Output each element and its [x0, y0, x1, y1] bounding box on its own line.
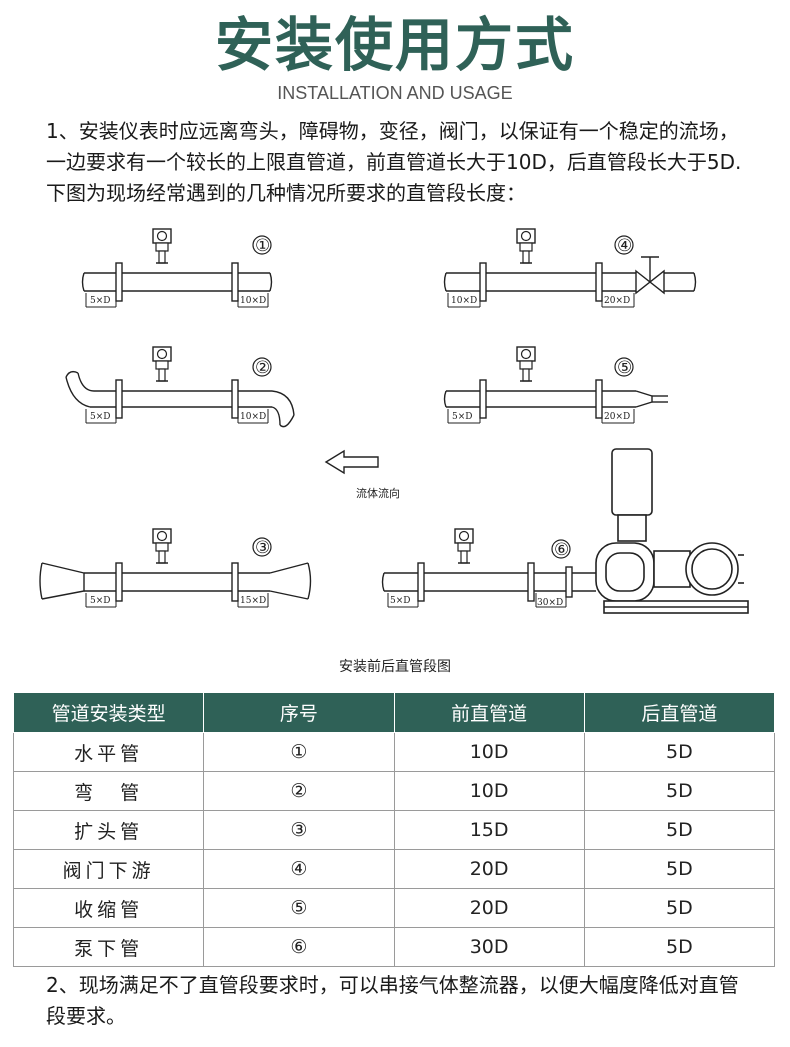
case-6-pump-downstream: 5×D 30×D ⑥ [381, 448, 749, 614]
table-row: 扩头管 ③ 15D 5D [12, 810, 776, 850]
note-paragraph: 2、现场满足不了直管段要求时，可以串接气体整流器，以便大幅度降低对直管段要求。 [46, 973, 739, 1028]
case-5-downstream-label: 20×D [604, 412, 630, 422]
case-2-upstream-label: 5×D [90, 412, 110, 422]
case-5-number: ⑤ [617, 358, 632, 378]
case-6-number: ⑥ [554, 540, 569, 560]
cell-upstream: 10D [393, 732, 585, 772]
cell-downstream: 5D [583, 732, 776, 772]
diagram-caption: 安装前后直管段图 [339, 659, 451, 675]
flow-direction-arrow: 流体流向 [324, 449, 400, 500]
straight-pipe-requirements-table: 管道安装类型 序号 前直管道 后直管道 水平管 ① 10D 5D 弯 管 ② 1… [12, 692, 776, 967]
cell-upstream: 20D [393, 888, 585, 928]
page-title: 安装使用方式 [214, 11, 575, 79]
case-6-upstream-label: 5×D [390, 596, 410, 606]
cell-downstream: 5D [583, 927, 776, 967]
case-3-number: ③ [255, 538, 270, 558]
case-1-straight-pipe: 5×D 10×D ① [81, 228, 273, 308]
cell-downstream: 5D [583, 849, 776, 889]
cell-downstream: 5D [583, 810, 776, 850]
table-row: 弯 管 ② 10D 5D [12, 771, 776, 811]
cell-index: ⑤ [203, 888, 395, 928]
cell-index: ① [203, 732, 395, 772]
case-1-downstream-label: 10×D [240, 296, 266, 306]
case-6-downstream-label: 30×D [537, 598, 563, 608]
header-install-type: 管道安装类型 [12, 692, 205, 733]
case-3-expander-pipe: 5×D 15×D ③ [39, 528, 312, 608]
table-row: 收缩管 ⑤ 20D 5D [12, 888, 776, 928]
cell-type: 水平管 [12, 732, 205, 772]
page-subtitle: INSTALLATION AND USAGE [277, 83, 513, 103]
cell-type: 收缩管 [12, 888, 205, 928]
cell-type: 扩头管 [12, 810, 205, 850]
case-2-number: ② [255, 358, 270, 378]
table-row: 泵下管 ⑥ 30D 5D [12, 927, 776, 967]
case-1-upstream-label: 5×D [90, 296, 110, 306]
intro-paragraph: 1、安装仪表时应远离弯头，障碍物，变径，阀门，以保证有一个稳定的流场，一边要求有… [46, 119, 742, 205]
header-index: 序号 [203, 692, 395, 733]
table-header-row: 管道安装类型 序号 前直管道 后直管道 [12, 692, 776, 733]
case-4-number: ④ [617, 236, 632, 256]
cell-index: ⑥ [203, 927, 395, 967]
header-upstream: 前直管道 [393, 692, 585, 733]
cell-type: 弯 管 [12, 771, 205, 811]
case-3-upstream-label: 5×D [90, 596, 110, 606]
case-5-upstream-label: 5×D [452, 412, 472, 422]
cell-downstream: 5D [583, 771, 776, 811]
flow-direction-label: 流体流向 [356, 486, 400, 500]
cell-index: ② [203, 771, 395, 811]
cell-index: ④ [203, 849, 395, 889]
case-2-downstream-label: 10×D [240, 412, 266, 422]
case-3-downstream-label: 15×D [240, 596, 266, 606]
cell-downstream: 5D [583, 888, 776, 928]
cell-upstream: 30D [393, 927, 585, 967]
pump-icon [595, 448, 749, 614]
cell-upstream: 10D [393, 771, 585, 811]
case-4-upstream-label: 10×D [451, 296, 477, 306]
cell-type: 阀门下游 [12, 849, 205, 889]
cell-type: 泵下管 [12, 927, 205, 967]
header-downstream: 后直管道 [583, 692, 776, 733]
cell-upstream: 20D [393, 849, 585, 889]
table-row: 水平管 ① 10D 5D [12, 732, 776, 772]
case-1-number: ① [255, 236, 270, 256]
case-2-elbow-pipe: 5×D 10×D ② [65, 346, 295, 428]
case-4-downstream-label: 20×D [604, 296, 630, 306]
cell-index: ③ [203, 810, 395, 850]
case-4-valve-downstream: 10×D 20×D ④ [443, 228, 697, 308]
installation-diagram: 5×D 10×D ① 10×D 20×D [39, 228, 749, 614]
cell-upstream: 15D [393, 810, 585, 850]
table-row: 阀门下游 ④ 20D 5D [12, 849, 776, 889]
case-5-reducer-pipe: 5×D 20×D ⑤ [443, 346, 668, 424]
